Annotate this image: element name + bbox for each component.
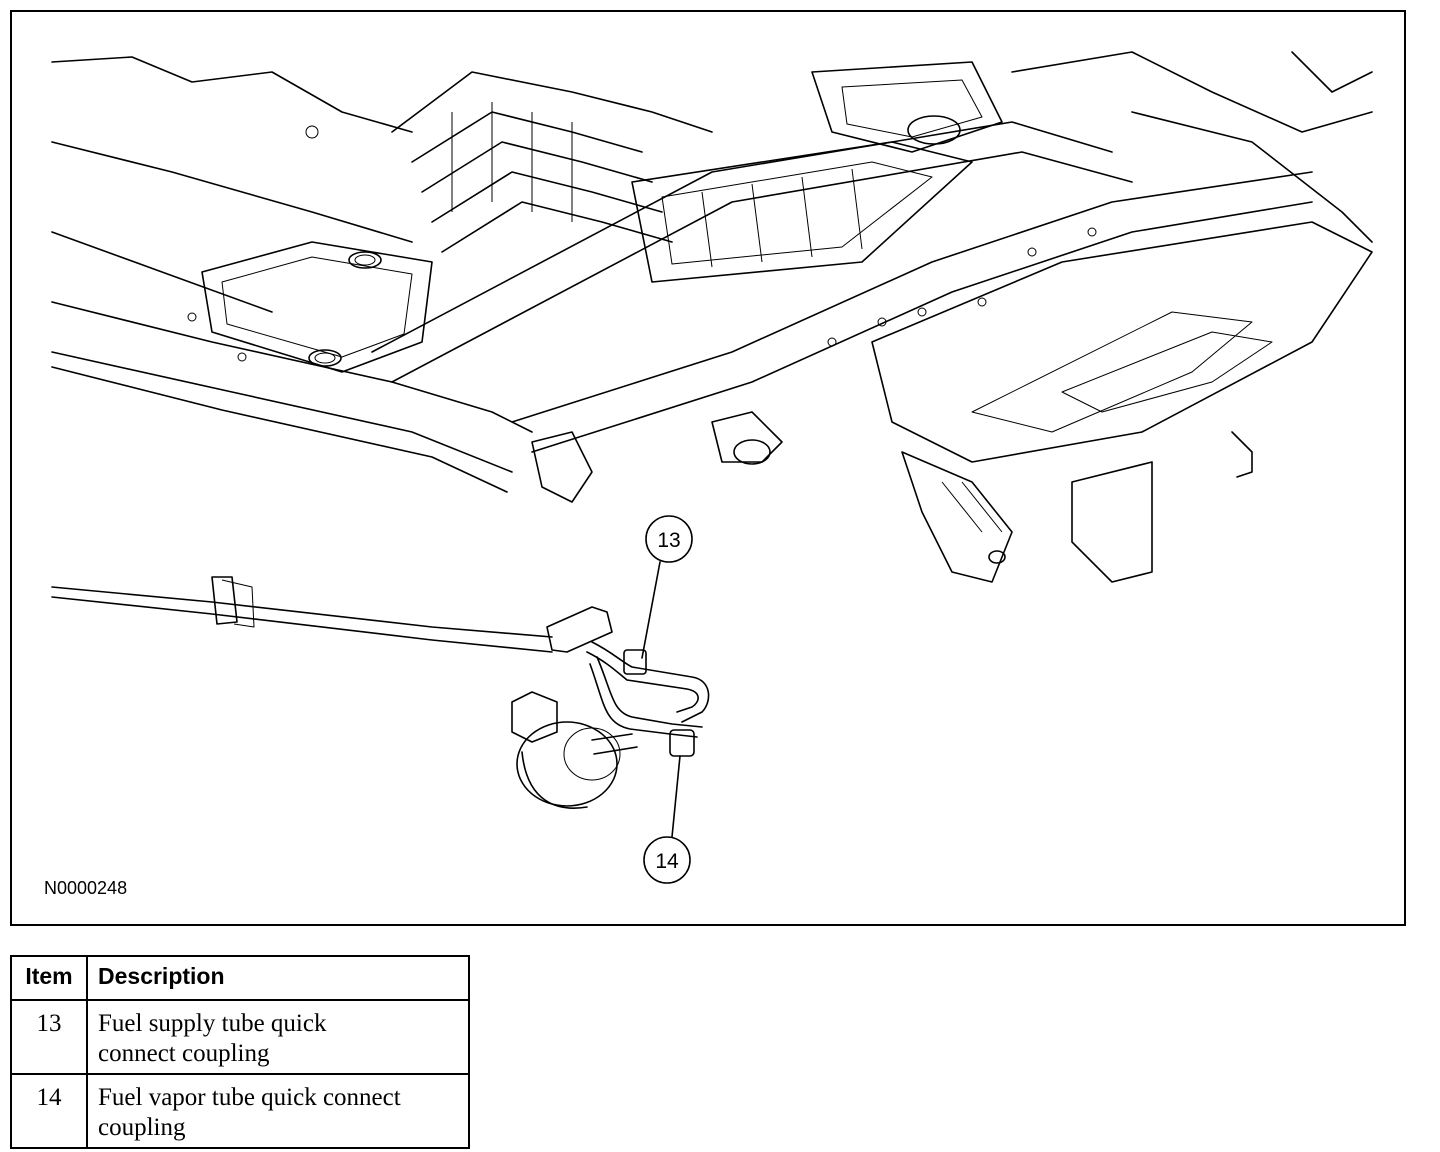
description-line: connect coupling	[98, 1040, 270, 1067]
callout-14-label: 14	[655, 850, 679, 873]
legend-header-row: Item Description	[10, 955, 470, 1001]
legend-item-description: Fuel vapor tube quick connect coupling	[86, 1073, 470, 1149]
legend-item-number: 14	[10, 1073, 88, 1149]
callout-13-label: 13	[657, 529, 680, 552]
fuel-tube-assembly	[51, 576, 710, 809]
legend-table: Item Description 13 Fuel supply tube qui…	[10, 955, 470, 1149]
legend-header-description: Description	[86, 955, 470, 1001]
description-line: Fuel supply tube quick	[98, 1010, 327, 1037]
legend-header-item: Item	[10, 955, 88, 1001]
legend-item-description: Fuel supply tube quick connect coupling	[86, 999, 470, 1075]
callout-14: 14	[643, 755, 691, 884]
table-row: 14 Fuel vapor tube quick connect couplin…	[10, 1073, 470, 1149]
description-line: coupling	[98, 1114, 186, 1141]
legend-item-number: 13	[10, 999, 88, 1075]
description-line: Fuel vapor tube quick connect	[98, 1084, 401, 1111]
table-row: 13 Fuel supply tube quick connect coupli…	[10, 999, 470, 1075]
underbody-linework	[51, 51, 1373, 583]
callout-13: 13	[641, 515, 693, 659]
figure-id-label: N0000248	[44, 878, 128, 898]
diagram-frame: 13 14 N0000248	[10, 10, 1406, 926]
vehicle-underbody-diagram: 13 14	[51, 51, 1373, 884]
